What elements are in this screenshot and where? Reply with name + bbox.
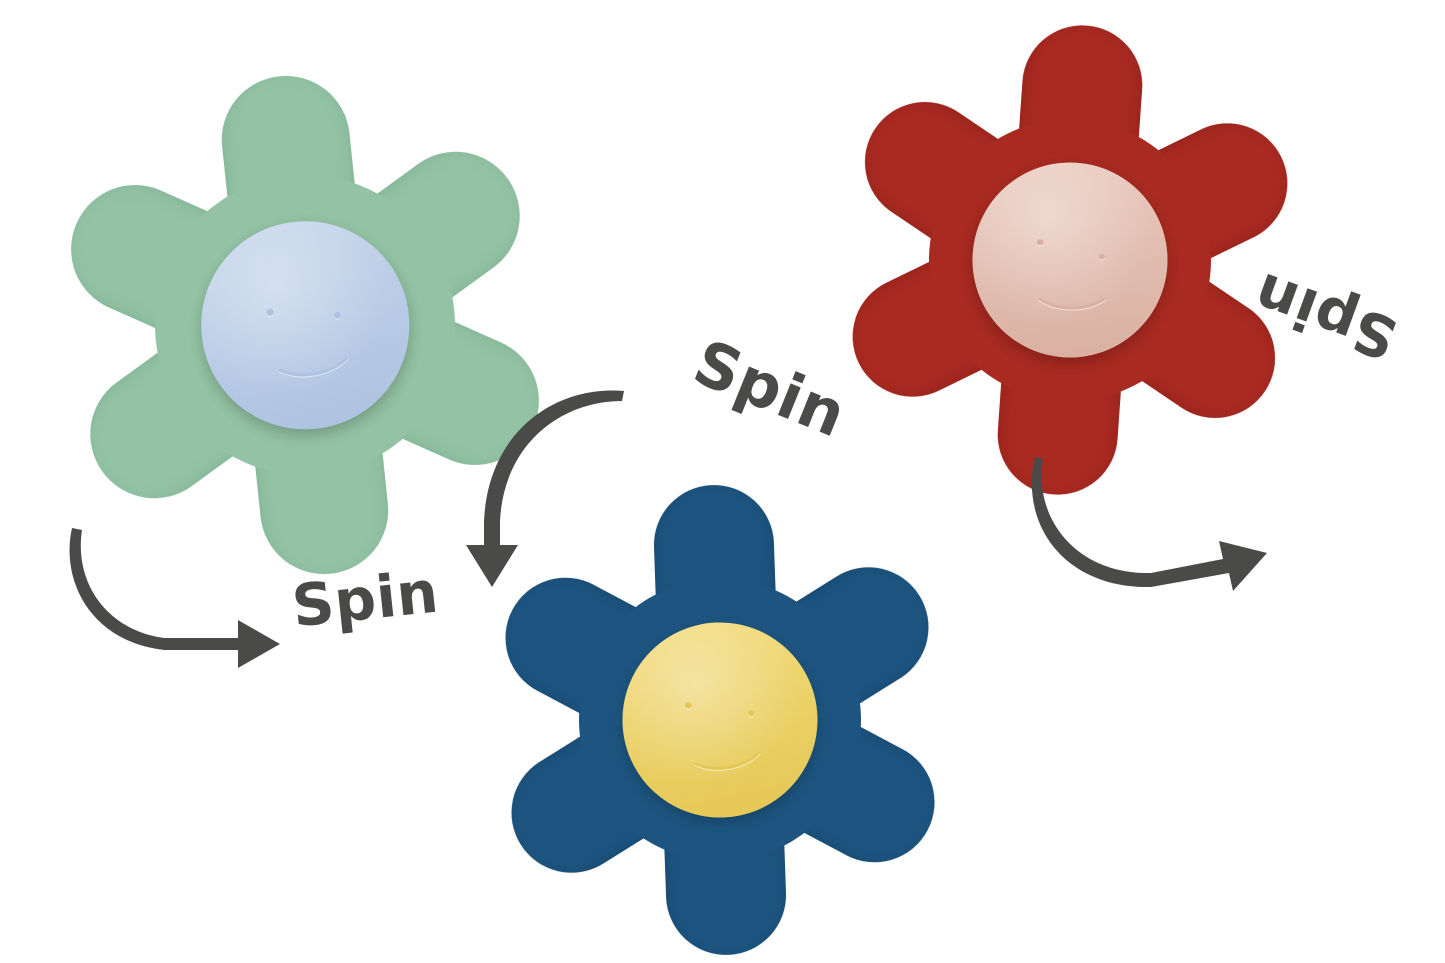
spin-label-left: Spin (288, 557, 442, 641)
left-eye-icon (266, 308, 275, 316)
spin-arrow-left-icon (68, 520, 298, 668)
spin-arrow-center-icon (466, 390, 630, 590)
red-flower-spinner[interactable] (819, 9, 1321, 511)
left-eye-icon (685, 702, 692, 709)
left-eye-icon (1036, 239, 1044, 246)
smile-icon (1027, 252, 1116, 310)
spin-arrow-right-icon (1031, 455, 1285, 591)
